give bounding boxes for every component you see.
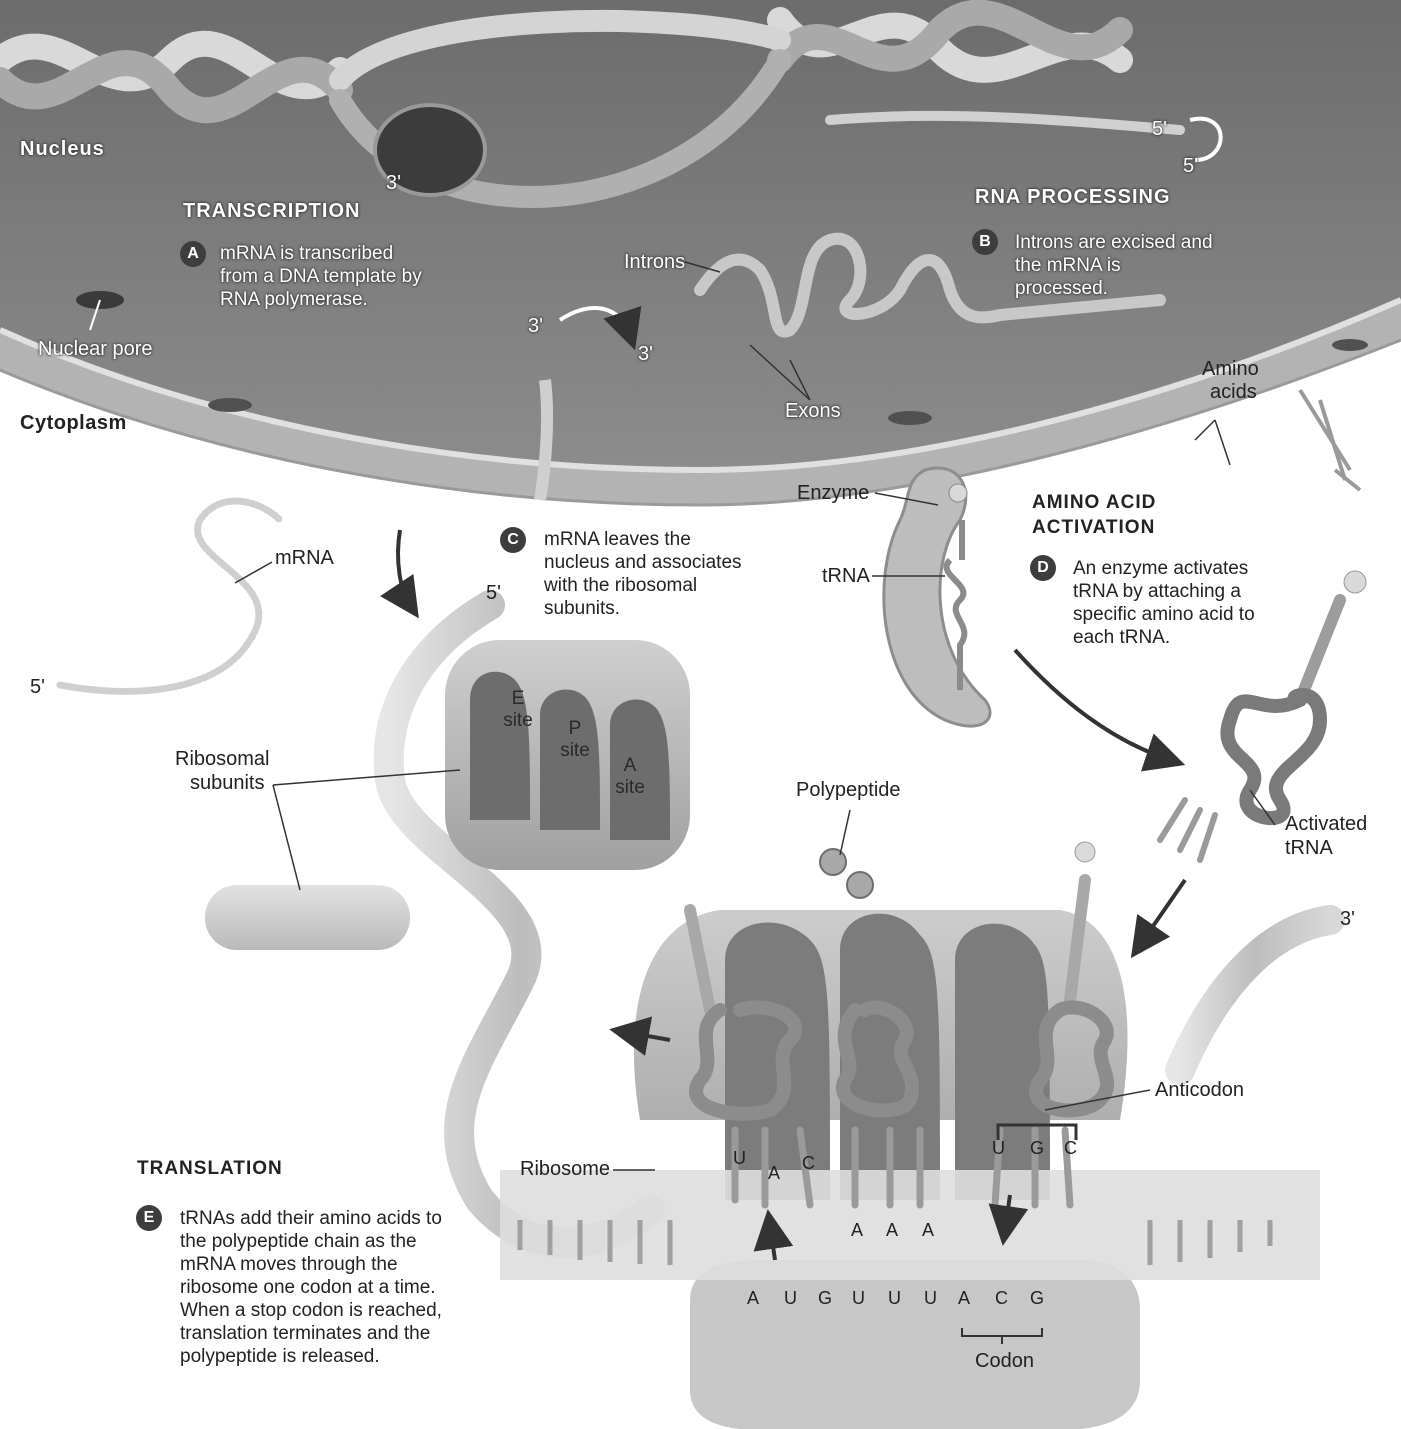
three-prime-label: 3': [528, 315, 543, 338]
nuclear-pore-label: Nuclear pore: [38, 338, 153, 361]
polypeptide-bead: [847, 872, 873, 898]
amino-acid-trna-small: [1300, 390, 1360, 490]
anticodon-base: G: [1030, 1138, 1044, 1159]
amino-acid-activation-heading: AMINO ACID ACTIVATION: [1032, 490, 1156, 540]
transcription-heading: TRANSCRIPTION: [183, 200, 360, 223]
mrna-base: U: [924, 1288, 937, 1309]
anticodon-base: A: [886, 1220, 898, 1241]
mrna-base: U: [784, 1288, 797, 1309]
ribosome-label: Ribosome: [520, 1158, 610, 1181]
nuclear-pore-icon: [888, 411, 932, 425]
step-badge-b: B: [972, 229, 998, 255]
mrna-export-text: mRNA leaves the nucleus and associates w…: [544, 528, 759, 620]
mrna-base: A: [958, 1288, 970, 1309]
anticodon-base: U: [733, 1148, 746, 1169]
rna-processing-heading: RNA PROCESSING: [975, 186, 1171, 209]
ribosomal-subunits-line2: subunits: [180, 772, 265, 794]
activation-heading-line2: ACTIVATION: [1032, 517, 1155, 538]
enzyme-trna-complex: [884, 468, 990, 726]
step-badge-a: A: [180, 241, 206, 267]
anticodon-base: A: [768, 1163, 780, 1184]
amino-acid-activation-text: An enzyme activates tRNA by attaching a …: [1073, 557, 1273, 649]
mrna-base: U: [888, 1288, 901, 1309]
three-prime-label: 3': [1340, 908, 1355, 931]
nuclear-pore-icon: [208, 398, 252, 412]
activation-heading-line1: AMINO ACID: [1032, 492, 1156, 513]
nucleus-label: Nucleus: [20, 138, 105, 161]
anticodon-base: C: [1064, 1138, 1077, 1159]
three-prime-label: 3': [638, 343, 653, 366]
enzyme-label: Enzyme: [797, 482, 869, 505]
ribosomal-subunits-line1: Ribosomal: [175, 748, 269, 770]
five-prime-label: 5': [30, 676, 45, 699]
codon-label: Codon: [975, 1350, 1034, 1373]
e-site-letter: E: [512, 688, 525, 709]
e-site-word: site: [503, 710, 533, 731]
five-prime-label: 5': [486, 582, 501, 605]
introns-label: Introns: [624, 251, 685, 274]
anticodon-label: Anticodon: [1155, 1079, 1244, 1102]
ribosomal-small-subunit: [205, 885, 410, 950]
five-prime-label: 5': [1183, 155, 1198, 178]
step-badge-d: D: [1030, 555, 1056, 581]
a-site-letter: A: [624, 755, 637, 776]
anticodon-base: C: [802, 1153, 815, 1174]
anticodon-base: U: [992, 1138, 1005, 1159]
p-site-letter: P: [569, 718, 582, 739]
transcription-text: mRNA is transcribed from a DNA template …: [220, 242, 430, 311]
five-prime-label: 5': [1152, 118, 1167, 141]
a-site-word: site: [615, 777, 645, 798]
amino-acids-label-line2: acids: [1204, 381, 1257, 403]
exons-label: Exons: [785, 400, 841, 423]
polypeptide-bead: [820, 849, 846, 875]
amino-acids-label-line1: Amino: [1202, 358, 1259, 380]
cytoplasm-label: Cytoplasm: [20, 412, 127, 435]
step-badge-c: C: [500, 527, 526, 553]
nuclear-pore-icon: [1332, 339, 1368, 351]
mrna-base: G: [818, 1288, 832, 1309]
mrna-base: C: [995, 1288, 1008, 1309]
three-prime-label: 3': [386, 172, 401, 195]
mrna-label: mRNA: [275, 547, 334, 570]
rna-processing-text: Introns are excised and the mRNA is proc…: [1015, 231, 1215, 300]
mrna-base: G: [1030, 1288, 1044, 1309]
activated-trna-line1: Activated: [1285, 813, 1367, 835]
translation-text: tRNAs add their amino acids to the polyp…: [180, 1207, 465, 1368]
mrna-base: U: [852, 1288, 865, 1309]
mrna-base: A: [747, 1288, 759, 1309]
trna-label: tRNA: [822, 565, 870, 588]
anticodon-base: A: [851, 1220, 863, 1241]
activated-trna-line2: tRNA: [1285, 837, 1333, 859]
polypeptide-label: Polypeptide: [796, 779, 901, 802]
amino-acid-bead: [1075, 842, 1095, 862]
anticodon-base: A: [922, 1220, 934, 1241]
step-badge-e: E: [136, 1205, 162, 1231]
p-site-word: site: [560, 740, 590, 761]
translation-heading: TRANSLATION: [137, 1158, 283, 1180]
